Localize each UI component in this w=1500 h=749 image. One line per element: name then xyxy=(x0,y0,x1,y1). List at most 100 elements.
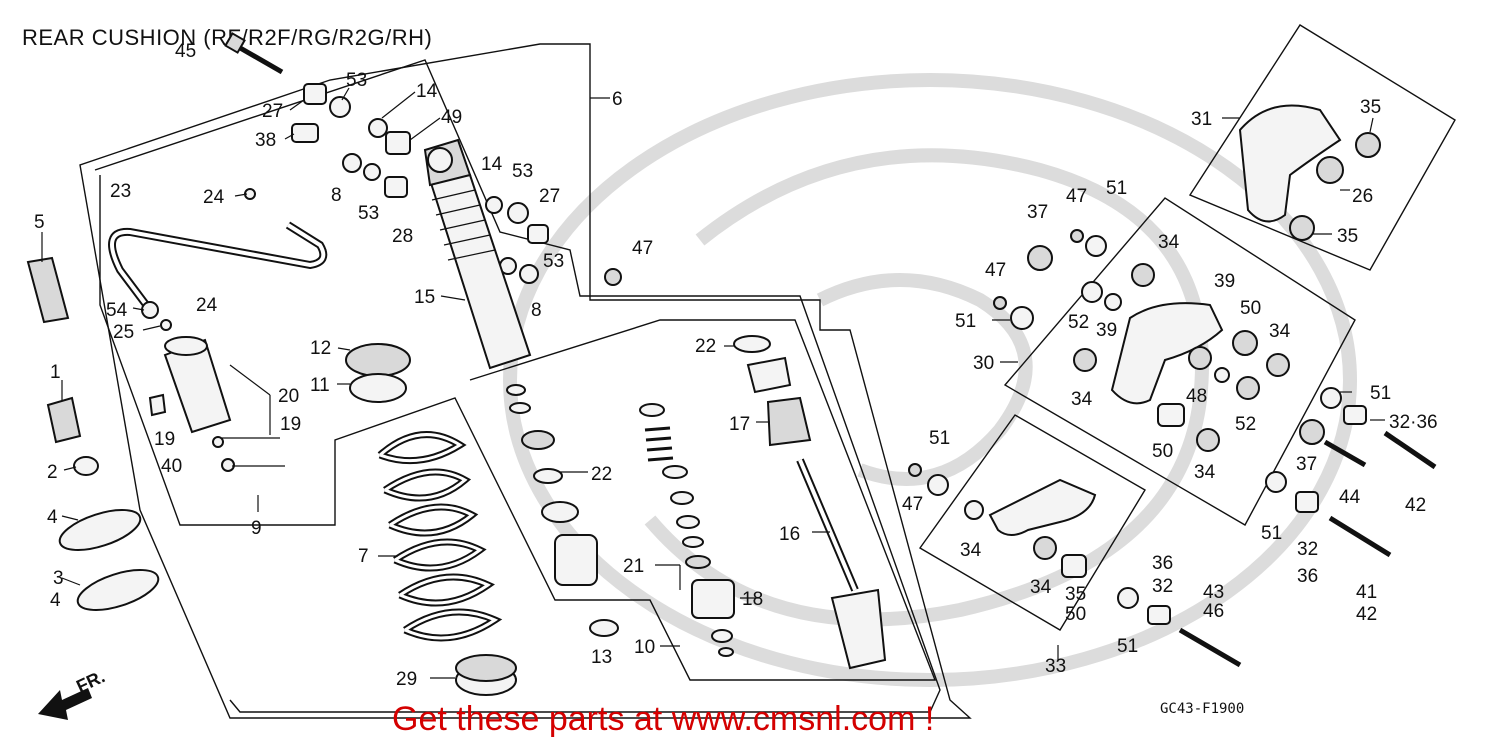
callout-34: 34 xyxy=(1158,232,1180,253)
callout-52: 52 xyxy=(1068,312,1089,333)
callout-51: 51 xyxy=(1261,523,1282,544)
callout-50: 50 xyxy=(1065,604,1086,625)
assembly-outline-31 xyxy=(1188,24,1456,271)
callout-13: 13 xyxy=(591,647,612,668)
callout-39: 39 xyxy=(1096,320,1117,341)
callout-50: 50 xyxy=(1152,441,1173,462)
callout-7: 7 xyxy=(358,546,369,567)
callout-2: 2 xyxy=(47,462,58,483)
leader-lines xyxy=(41,87,1385,679)
callout-44: 44 xyxy=(1339,487,1361,508)
callout-46: 46 xyxy=(1203,601,1224,622)
callout-12: 12 xyxy=(310,338,331,359)
callout-47: 47 xyxy=(1066,186,1087,207)
callout-31: 31 xyxy=(1191,109,1212,130)
callout-37: 37 xyxy=(1027,202,1048,223)
callout-25: 25 xyxy=(113,322,134,343)
callout-8: 8 xyxy=(531,300,542,321)
callout-51: 51 xyxy=(955,311,976,332)
assembly-outline-30 xyxy=(1003,197,1356,526)
callout-38: 38 xyxy=(255,130,276,151)
callout-53: 53 xyxy=(358,203,379,224)
callout-35: 35 xyxy=(1360,97,1381,118)
callout-19: 19 xyxy=(154,429,175,450)
callout-51: 51 xyxy=(1106,178,1127,199)
assembly-outline-6 xyxy=(79,43,972,719)
callout-14: 14 xyxy=(416,81,438,102)
callout-47: 47 xyxy=(902,494,923,515)
callout-33: 33 xyxy=(1045,656,1066,677)
callout-34: 34 xyxy=(1030,577,1052,598)
callout-10: 10 xyxy=(634,637,655,658)
callout-27: 27 xyxy=(539,186,560,207)
callout-4: 4 xyxy=(47,507,58,528)
callout-22: 22 xyxy=(591,464,612,485)
callout-5: 5 xyxy=(34,212,45,233)
callout-50: 50 xyxy=(1240,298,1261,319)
callout-15: 15 xyxy=(414,287,435,308)
callout-51: 51 xyxy=(1370,383,1391,404)
callout-30: 30 xyxy=(973,353,994,374)
callout-40: 40 xyxy=(161,456,182,477)
assembly-outline-shock xyxy=(94,59,941,713)
parts-drawings xyxy=(26,32,1437,720)
callout-47: 47 xyxy=(632,238,653,259)
callout-51: 51 xyxy=(1117,636,1138,657)
callout-9: 9 xyxy=(251,518,262,539)
callout-18: 18 xyxy=(742,589,763,610)
callout-24: 24 xyxy=(196,295,218,316)
callout-51: 51 xyxy=(929,428,950,449)
callout-20: 20 xyxy=(278,386,299,407)
callout-14: 14 xyxy=(481,154,503,175)
callout-47: 47 xyxy=(985,260,1006,281)
callout-29: 29 xyxy=(396,669,417,690)
callout-11: 11 xyxy=(310,375,330,396)
callout-49: 49 xyxy=(441,107,462,128)
callout-53: 53 xyxy=(512,161,533,182)
callout-35: 35 xyxy=(1065,584,1086,605)
callout-22: 22 xyxy=(695,336,716,357)
callout-39: 39 xyxy=(1214,271,1235,292)
callout-34: 34 xyxy=(960,540,982,561)
callout-26: 26 xyxy=(1352,186,1373,207)
callout-32-36: 32·36 xyxy=(1389,412,1438,433)
callout-48: 48 xyxy=(1186,386,1207,407)
callout-53: 53 xyxy=(346,70,367,91)
callout-42: 42 xyxy=(1356,604,1377,625)
callout-17: 17 xyxy=(729,414,750,435)
promo-banner-text: Get these parts at www.cmsnl.com ! xyxy=(392,700,935,738)
callout-34: 34 xyxy=(1269,321,1291,342)
callout-34: 34 xyxy=(1071,389,1093,410)
callout-54: 54 xyxy=(106,300,128,321)
callout-6: 6 xyxy=(612,89,623,110)
callout-41: 41 xyxy=(1356,582,1377,603)
callout-35: 35 xyxy=(1337,226,1358,247)
callout-36: 36 xyxy=(1152,553,1173,574)
assembly-outline-33 xyxy=(918,414,1146,631)
assembly-outline-9 xyxy=(99,175,937,681)
callout-52: 52 xyxy=(1235,414,1256,435)
callout-43: 43 xyxy=(1203,582,1224,603)
callout-16: 16 xyxy=(779,524,800,545)
callout-42: 42 xyxy=(1405,495,1426,516)
callout-4: 4 xyxy=(50,590,61,611)
callout-numbers: 45 53 27 38 14 49 6 8 53 28 14 53 27 23 … xyxy=(34,41,1438,690)
assembly-outlines xyxy=(79,24,1456,719)
callout-3: 3 xyxy=(53,568,64,589)
callout-37: 37 xyxy=(1296,454,1317,475)
callout-28: 28 xyxy=(392,226,413,247)
callout-24: 24 xyxy=(203,187,225,208)
callout-21: 21 xyxy=(623,556,644,577)
callout-19: 19 xyxy=(280,414,301,435)
callout-53: 53 xyxy=(543,251,564,272)
callout-34: 34 xyxy=(1194,462,1216,483)
callout-32: 32 xyxy=(1297,539,1318,560)
callout-32: 32 xyxy=(1152,576,1173,597)
callout-1: 1 xyxy=(50,362,61,383)
callout-45: 45 xyxy=(175,41,196,62)
callout-23: 23 xyxy=(110,181,131,202)
diagram-code: GC43-F1900 xyxy=(1160,701,1244,717)
callout-8: 8 xyxy=(331,185,342,206)
